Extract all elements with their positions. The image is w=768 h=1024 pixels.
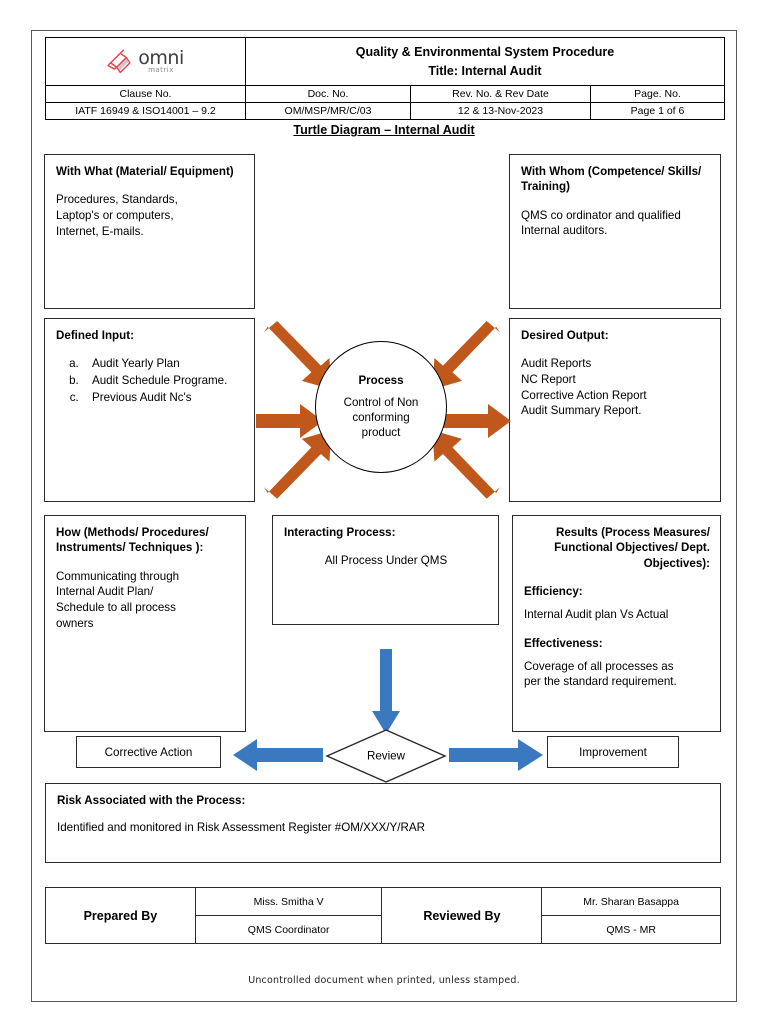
meta-value-doc-no: OM/MSP/MR/C/03: [245, 102, 411, 120]
box-risk-associated: Risk Associated with the Process: Identi…: [45, 783, 721, 863]
reviewed-by-role: QMS - MR: [541, 915, 721, 944]
box-corrective-action: Corrective Action: [76, 736, 221, 768]
header-meta-label-row: Clause No. Doc. No. Rev. No. & Rev Date …: [45, 85, 725, 103]
footer-note: Uncontrolled document when printed, unle…: [248, 975, 520, 986]
box-desired-output-heading: Desired Output:: [521, 329, 609, 342]
box-with-what-heading: With What (Material/ Equipment): [56, 165, 234, 178]
box-with-what: With What (Material/ Equipment) Procedur…: [44, 154, 255, 309]
arrow-review-to-improvement-icon: [449, 739, 543, 771]
signature-table: Prepared By Miss. Smitha V Reviewed By M…: [45, 887, 721, 944]
prepared-by-name: Miss. Smitha V: [194, 887, 383, 916]
header-meta-value-row: IATF 16949 & ISO14001 – 9.2 OM/MSP/MR/C/…: [45, 102, 725, 120]
header-title-row: omni matrix Quality & Environmental Syst…: [45, 37, 725, 86]
results-effectiveness-label: Effectiveness:: [524, 636, 603, 650]
meta-value-clause-no: IATF 16949 & ISO14001 – 9.2: [45, 102, 246, 120]
arrow-input-to-process-icon: [256, 404, 323, 438]
list-item: Audit Yearly Plan: [82, 356, 244, 372]
box-risk-body: Identified and monitored in Risk Assessm…: [57, 821, 425, 835]
document-title-line2: Title: Internal Audit: [428, 63, 542, 78]
process-circle-title: Process: [358, 373, 404, 387]
prepared-by-label: Prepared By: [45, 887, 196, 944]
meta-value-page-no: Page 1 of 6: [590, 102, 725, 120]
meta-label-page-no: Page. No.: [590, 85, 725, 103]
box-how-heading: How (Methods/ Procedures/ Instruments/ T…: [56, 526, 209, 555]
document-page: omni matrix Quality & Environmental Syst…: [31, 30, 737, 1002]
company-logo-cell: omni matrix: [45, 37, 246, 86]
box-interacting-process-heading: Interacting Process:: [284, 526, 396, 539]
box-results: Results (Process Measures/ Functional Ob…: [512, 515, 721, 732]
signature-row-name: Prepared By Miss. Smitha V Reviewed By M…: [45, 887, 721, 944]
improvement-label: Improvement: [579, 745, 647, 759]
box-results-heading: Results (Process Measures/ Functional Ob…: [554, 526, 710, 570]
logo-wordmark: omni: [138, 47, 184, 69]
box-with-what-body: Procedures, Standards,Laptop's or comput…: [56, 193, 178, 238]
defined-input-list: Audit Yearly Plan Audit Schedule Program…: [56, 356, 244, 405]
arrow-down-to-review-icon: [372, 649, 400, 734]
results-efficiency-text: Internal Audit plan Vs Actual: [524, 607, 669, 621]
arrow-review-to-corrective-action-icon: [233, 739, 323, 771]
turtle-diagram-title: Turtle Diagram – Internal Audit: [32, 123, 736, 137]
arrow-with-whom-to-process-icon: [432, 321, 500, 390]
document-title-line1: Quality & Environmental System Procedure: [355, 45, 615, 60]
arrow-how-to-process-icon: [263, 430, 332, 499]
box-risk-heading: Risk Associated with the Process:: [57, 794, 246, 807]
signature-row-role: QMS Coordinator QMS - MR: [46, 915, 721, 944]
arrow-process-to-output-icon: [440, 404, 511, 438]
list-item: Audit Schedule Programe.: [82, 373, 244, 389]
arrow-with-what-to-process-icon: [263, 321, 332, 390]
logo-subtext: matrix: [148, 66, 174, 74]
corrective-action-label: Corrective Action: [104, 745, 193, 759]
list-item: Previous Audit Nc's: [82, 390, 244, 406]
box-improvement: Improvement: [547, 736, 679, 768]
meta-label-doc-no: Doc. No.: [245, 85, 411, 103]
meta-label-clause-no: Clause No.: [45, 85, 246, 103]
review-decision-node: [325, 729, 447, 783]
reviewed-by-name: Mr. Sharan Basappa: [541, 887, 721, 916]
meta-value-rev-no-date: 12 & 13-Nov-2023: [410, 102, 591, 120]
omni-matrix-logo-icon: [107, 48, 137, 76]
reviewed-by-label: Reviewed By: [381, 887, 543, 944]
document-title-cell: Quality & Environmental System Procedure…: [245, 37, 725, 86]
arrow-results-to-process-icon: [432, 430, 500, 499]
box-defined-input-heading: Defined Input:: [56, 329, 134, 342]
box-interacting-process: Interacting Process: All Process Under Q…: [272, 515, 499, 625]
box-with-whom: With Whom (Competence/ Skills/ Training)…: [509, 154, 721, 309]
box-defined-input: Defined Input: Audit Yearly Plan Audit S…: [44, 318, 255, 502]
turtle-diagram-title-text: Turtle Diagram – Internal Audit: [293, 123, 475, 137]
results-efficiency-label: Efficiency:: [524, 584, 583, 598]
box-with-whom-heading: With Whom (Competence/ Skills/ Training): [521, 165, 702, 194]
document-header-table: omni matrix Quality & Environmental Syst…: [45, 37, 725, 120]
box-how-methods: How (Methods/ Procedures/ Instruments/ T…: [44, 515, 246, 732]
prepared-by-role: QMS Coordinator: [194, 915, 383, 944]
box-interacting-process-body: All Process Under QMS: [324, 554, 448, 568]
meta-label-rev-no-date: Rev. No. & Rev Date: [410, 85, 591, 103]
